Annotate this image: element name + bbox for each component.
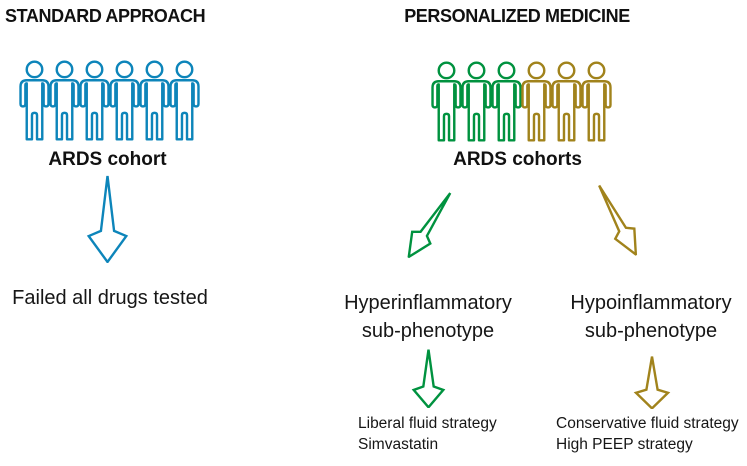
hyperinflammatory-branch-arrow-icon <box>399 186 460 264</box>
ards-cohort-label: ARDS cohort <box>48 149 167 170</box>
personalized-medicine-title: PERSONALIZED MEDICINE <box>404 6 630 26</box>
hypoinflammatory-label: Hypoinflammatory sub-phenotype <box>561 289 741 345</box>
person-icon <box>139 60 170 141</box>
standard-approach-title: STANDARD APPROACH <box>5 6 206 26</box>
person-icon <box>169 60 200 141</box>
hyperinflammatory-branch-arrow-wrap <box>398 185 460 265</box>
person-icon <box>461 61 492 142</box>
hypoinflammatory-label-line2: sub-phenotype <box>584 320 718 342</box>
personalized-cohort-icons <box>430 60 613 144</box>
person-icon <box>431 61 462 142</box>
person-icon <box>79 60 110 141</box>
person-icon <box>581 61 612 142</box>
person-icon <box>49 60 80 141</box>
person-icon <box>109 60 140 141</box>
treatment-simvastatin: Simvastatin <box>358 436 439 453</box>
person-icon <box>19 60 50 141</box>
person-icon <box>521 61 552 142</box>
hypoinflammatory-branch-arrow-wrap <box>589 179 647 263</box>
person-icon <box>551 61 582 142</box>
hypoinflammatory-branch-arrow-icon <box>589 179 646 261</box>
hyperinflammatory-label-line2: sub-phenotype <box>361 320 495 342</box>
standard-cohort-icons <box>18 59 201 143</box>
hyperinflammatory-down-arrow-icon <box>413 349 444 408</box>
hypoinflammatory-label-line1: Hypoinflammatory <box>570 292 732 314</box>
hyperinflammatory-treatments: Liberal fluid strategy Simvastatin <box>358 413 497 455</box>
hyperinflammatory-label: Hyperinflammatory sub-phenotype <box>338 289 518 345</box>
standard-down-arrow-icon <box>88 175 127 263</box>
treatment-conservative-fluid: Conservative fluid strategy <box>556 415 739 432</box>
standard-outcome-text: Failed all drugs tested <box>12 287 208 309</box>
hyperinflammatory-label-line1: Hyperinflammatory <box>344 292 512 314</box>
ards-cohorts-label: ARDS cohorts <box>453 149 582 170</box>
hypoinflammatory-down-arrow-icon <box>635 356 669 409</box>
treatment-high-peep: High PEEP strategy <box>556 436 693 453</box>
treatment-liberal-fluid: Liberal fluid strategy <box>358 415 497 432</box>
person-icon <box>491 61 522 142</box>
hypoinflammatory-treatments: Conservative fluid strategy High PEEP st… <box>556 413 739 455</box>
